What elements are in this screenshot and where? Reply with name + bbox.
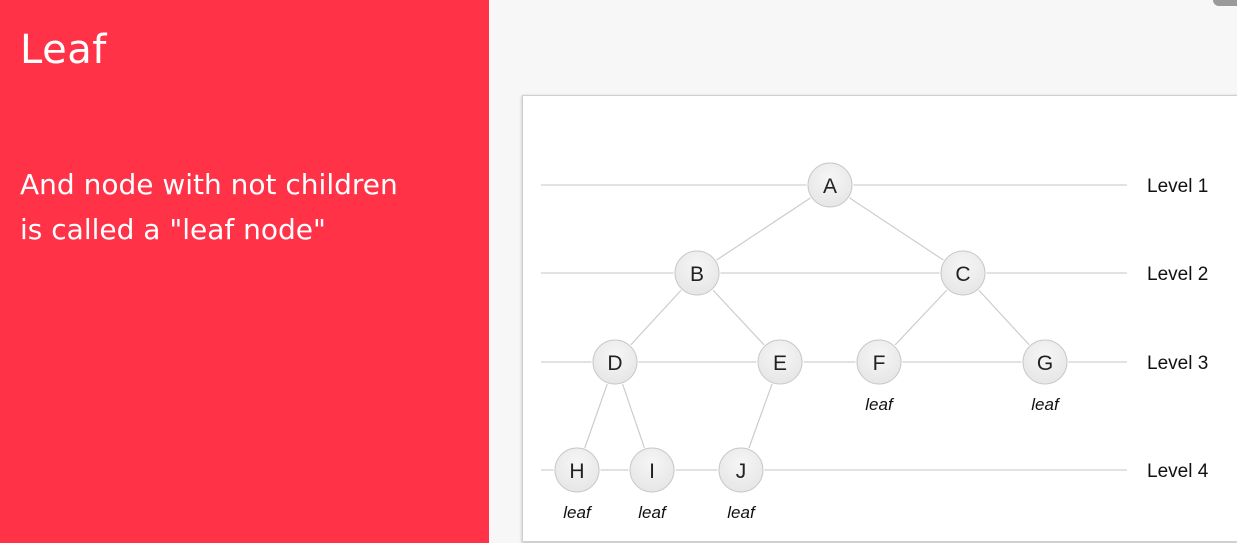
node-circle [718, 447, 764, 493]
node-circle [940, 250, 986, 296]
node-circle [757, 339, 803, 385]
tree-node-j: J [717, 446, 765, 494]
tree-node-e: E [756, 338, 804, 386]
node-circle [592, 339, 638, 385]
slide-title: Leaf [20, 27, 107, 73]
node-label: C [955, 263, 970, 286]
node-label: H [569, 460, 584, 483]
node-circle [554, 447, 600, 493]
tree-node-b: B [673, 249, 721, 297]
leaf-label: leaf [563, 503, 593, 522]
slide-body-text: And node with not children is called a "… [20, 168, 398, 246]
tree-node-g: G [1021, 338, 1069, 386]
level-label: Level 4 [1147, 461, 1209, 482]
node-circle [1022, 339, 1068, 385]
leaf-label: leaf [1031, 395, 1061, 414]
leaf-label: leaf [727, 503, 757, 522]
node-label: F [873, 352, 886, 375]
node-circle [629, 447, 675, 493]
tree-node-c: C [939, 249, 987, 297]
node-label: A [823, 175, 837, 198]
node-label: D [607, 352, 622, 375]
level-label: Level 1 [1147, 176, 1208, 197]
tree-edge-a-b [696, 184, 831, 274]
title-panel: Leaf And node with not children is calle… [0, 0, 489, 543]
tree-edge-a-c [829, 184, 964, 274]
tree-node-f: F [855, 338, 903, 386]
node-label: I [649, 460, 655, 483]
level-label: Level 2 [1147, 264, 1208, 285]
leaf-label: leaf [638, 503, 668, 522]
node-label: E [773, 352, 787, 375]
tree-node-a: A [806, 161, 854, 209]
tree-node-i: I [628, 446, 676, 494]
node-label: J [736, 460, 747, 483]
leaf-label: leaf [865, 395, 895, 414]
corner-tab [1213, 0, 1237, 6]
tree-node-h: H [553, 446, 601, 494]
node-circle [856, 339, 902, 385]
node-circle [674, 250, 720, 296]
tree-node-d: D [591, 338, 639, 386]
node-label: G [1037, 352, 1053, 375]
level-label: Level 3 [1147, 353, 1208, 374]
node-circle [807, 162, 853, 208]
node-label: B [690, 263, 704, 286]
